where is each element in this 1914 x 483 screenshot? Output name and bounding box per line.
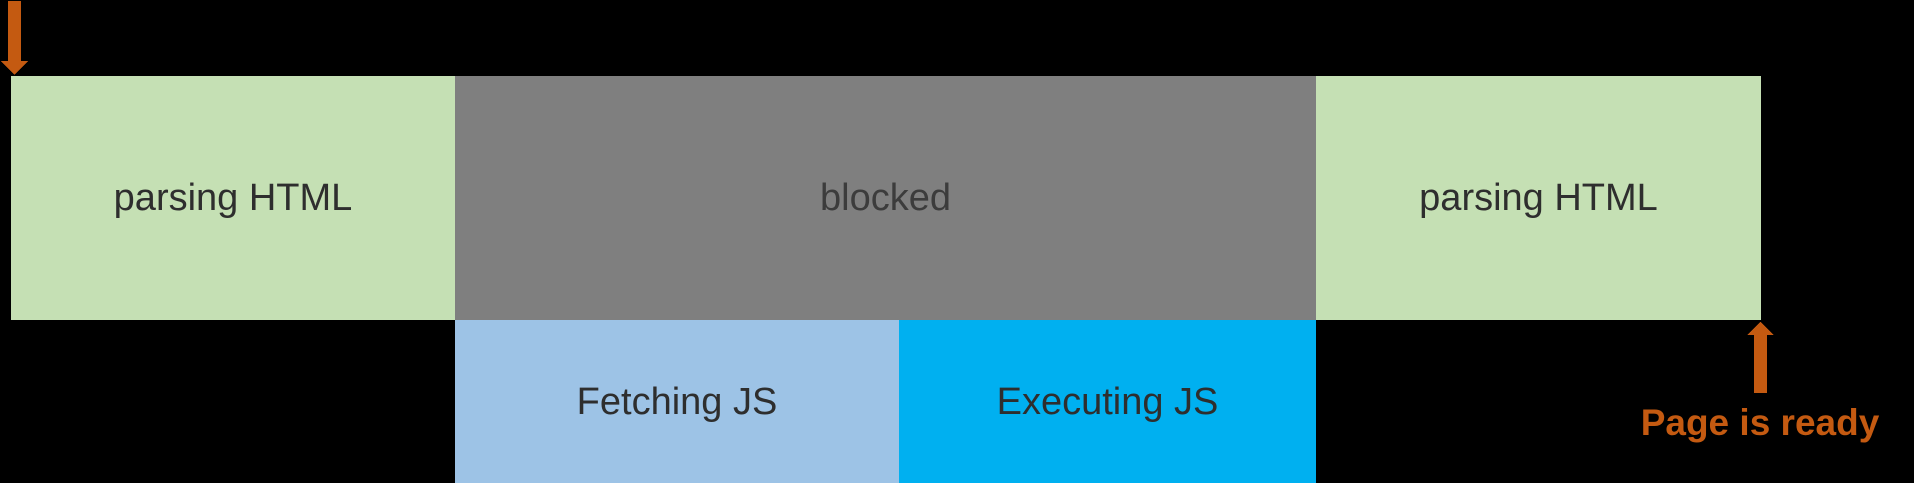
blocked-segment: blocked: [455, 76, 1316, 320]
fetching-js-segment: Fetching JS: [455, 320, 899, 483]
parsing-html-label-2: parsing HTML: [1419, 177, 1658, 219]
down-arrow-icon: [1, 1, 28, 75]
parsing-html-segment-1: parsing HTML: [11, 76, 455, 320]
page-ready-label: Page is ready: [1640, 402, 1880, 443]
executing-js-segment: Executing JS: [899, 320, 1316, 483]
executing-js-label: Executing JS: [996, 380, 1219, 423]
blocked-label: blocked: [820, 177, 951, 219]
up-arrow-icon: [1747, 322, 1774, 393]
parsing-html-label-1: parsing HTML: [113, 177, 353, 219]
fetching-js-label: Fetching JS: [576, 380, 778, 423]
parsing-html-segment-2: parsing HTML: [1316, 76, 1761, 320]
